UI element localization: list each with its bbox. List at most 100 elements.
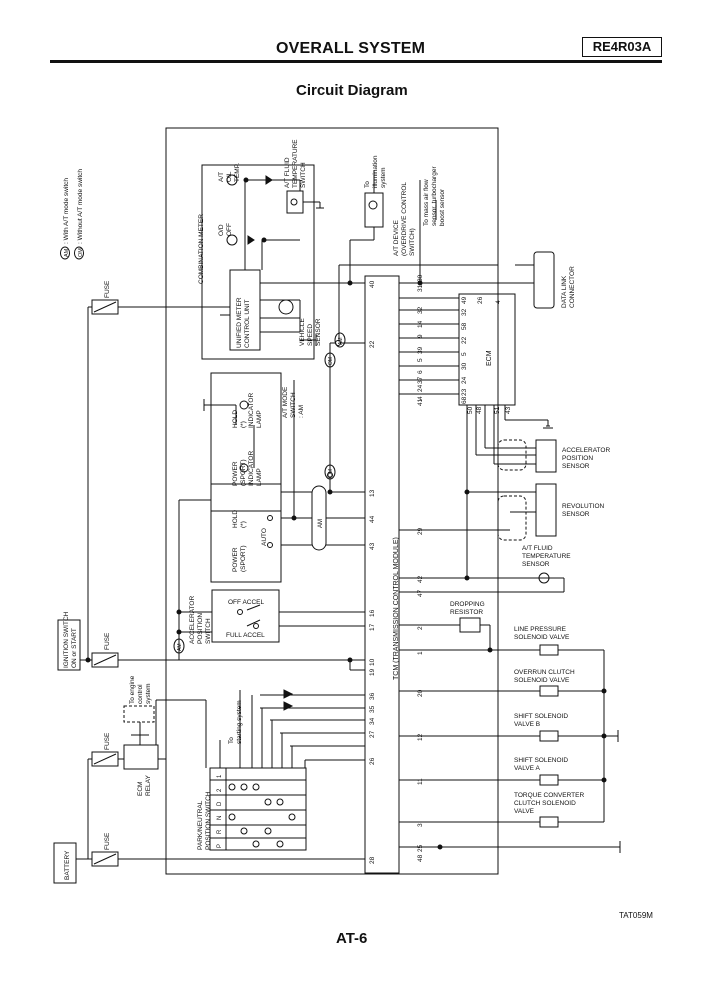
- od-off-label-1: O/D: [218, 224, 225, 236]
- diodes: [247, 175, 294, 711]
- tcm-pin: 10: [369, 658, 376, 666]
- accel-switch-label-1: ACCELERATOR: [189, 596, 196, 644]
- tcm-pin: 13: [369, 489, 376, 497]
- fluid-sensor-label-2: TEMPERATURE: [522, 553, 571, 560]
- accel-sensor-label-2: POSITION: [562, 455, 593, 462]
- engine-control-box: [123, 705, 155, 723]
- tcm-pin: 3: [417, 823, 424, 827]
- at-oil-label-1: A/T: [218, 172, 225, 182]
- at-device-label-2: (OVERDRIVE CONTROL: [401, 182, 408, 256]
- ecm-pin: 43: [505, 406, 512, 414]
- shield-dashes: [497, 439, 527, 541]
- battery-label: BATTERY: [64, 850, 71, 880]
- rev-sensor-label-1: REVOLUTION: [562, 503, 605, 510]
- ecm-pin: 23: [461, 388, 468, 396]
- tcm-pin: 22: [369, 340, 376, 348]
- tcm-pin: 35: [369, 705, 376, 713]
- at-device-indicator: [368, 200, 378, 210]
- resistor-label-2: RESISTOR: [450, 609, 483, 616]
- dropping-resistor-box: [459, 617, 481, 633]
- tcm-pin: 41: [417, 398, 424, 406]
- accel-switch-box: [211, 589, 280, 643]
- hold-lamp-label-1: HOLD: [232, 410, 239, 428]
- ecm-pin: 22: [461, 336, 468, 344]
- combination-meter-box: [201, 164, 315, 360]
- ecm-pins: 26 4 32 58 22 5 30 24 23 68 49 50 48 43 …: [461, 296, 512, 414]
- torque-conv-label-1: TORQUE CONVERTER: [514, 792, 584, 799]
- hold-switch-label-1: HOLD: [232, 510, 239, 528]
- starting-label-2: starting system: [236, 700, 243, 744]
- pnp-label-2: POSITION SWITCH: [205, 791, 212, 850]
- mass-air-label-1: To mass air flow: [423, 179, 430, 226]
- pnp-label-1: PARK/NEUTRAL: [197, 800, 204, 850]
- power-lamp-label-1: POWER: [232, 461, 239, 486]
- full-accel-label: FULL ACCEL: [226, 632, 265, 639]
- tcm-box: [364, 275, 400, 874]
- pnp-col-d: D: [217, 801, 223, 806]
- combination-meter-label: COMBINATION METER: [198, 214, 205, 284]
- terminal-circles: [237, 340, 341, 629]
- fuse-label-1: FUSE: [104, 280, 111, 298]
- illumination-label-1: To: [364, 181, 371, 188]
- power-lamp-label-4: LAMP: [256, 468, 263, 486]
- torque-conv-label-2: CLUTCH SOLENOID: [514, 800, 576, 807]
- tcm-pin: 34: [369, 717, 376, 725]
- tcm-pin: 47: [417, 589, 424, 597]
- rev-sensor-label-2: SENSOR: [562, 511, 590, 518]
- am-tag-2: AM: [177, 644, 183, 652]
- starting-label-1: To: [228, 737, 235, 744]
- tcm-label: TCM (TRANSMISSION CONTROL MODULE): [393, 537, 400, 680]
- engine-label-2: control: [137, 684, 144, 704]
- am-tag-1: AM: [338, 338, 344, 346]
- hold-lamp: [239, 400, 249, 410]
- fluid-temp-thermistor: [538, 572, 550, 584]
- legend-om-text: : Without A/T mode switch: [77, 169, 84, 244]
- mode-switch-label-1: A/T MODE: [282, 386, 289, 418]
- od-off-label-2: OFF: [226, 223, 233, 236]
- fluid-temp-switch-box: [286, 190, 304, 214]
- power-switch-label-2: (SPORT): [240, 545, 247, 572]
- tcm-pin: 26: [369, 757, 376, 765]
- tcm-pin: 27: [369, 730, 376, 738]
- tcm-pin: 17: [369, 623, 376, 631]
- model-code-box: RE4R03A: [582, 37, 662, 57]
- om-tag-2: OM: [328, 469, 334, 477]
- ecm-pin: 32: [461, 308, 468, 316]
- fuse-label-4: FUSE: [104, 832, 111, 850]
- tcm-pin: 9: [417, 334, 424, 338]
- tcm-pin: 14: [417, 320, 424, 328]
- ecm-pin: 49: [461, 296, 468, 304]
- power-hold-box: [210, 483, 282, 583]
- pnp-switch-grid: [209, 767, 307, 851]
- mode-switch-label-2: SWITCH: [290, 392, 297, 418]
- fuse-label-2: FUSE: [104, 632, 111, 650]
- tcm-pin: 31: [417, 284, 424, 292]
- mode-switch-box: [210, 372, 282, 512]
- hold-lamp-label-3: INDICATOR: [248, 393, 255, 428]
- pnp-col-r: R: [217, 829, 223, 834]
- off-accel-label: OFF ACCEL: [228, 599, 265, 606]
- page-header-title: OVERALL SYSTEM: [276, 40, 426, 57]
- line-pressure-label-2: SOLENOID VALVE: [514, 634, 570, 641]
- unified-meter-label-1: UNIFIED METER: [236, 297, 243, 348]
- od-off-lamp: [226, 234, 238, 246]
- unified-meter-label-2: CONTROL UNIT: [244, 299, 251, 348]
- shift-b-label-1: SHIFT SOLENOID: [514, 713, 568, 720]
- ignition-label-1: IGNITION SWITCH: [63, 611, 70, 668]
- am-bar: [311, 485, 327, 551]
- ecm-pin: 50: [467, 406, 474, 414]
- tcm-pin: 16: [369, 609, 376, 617]
- fluid-switch-label-3: SWITCH: [300, 162, 307, 188]
- vss-label-1: VEHICLE: [299, 318, 306, 346]
- tcm-pin: 30: [417, 274, 424, 282]
- tcm-pin: 44: [369, 515, 376, 523]
- header-rule: [50, 60, 662, 63]
- pnp-col-2: 2: [217, 788, 223, 792]
- ignition-switch-box: [57, 619, 81, 671]
- illumination-label-3: system: [380, 167, 387, 188]
- tcm-pin: 43: [369, 542, 376, 550]
- tcm-right-pins: 30 31 32 14 9 39 5 6 37 24 4 41 29 42 47…: [417, 274, 424, 862]
- pnp-col-1: 1: [217, 774, 223, 778]
- fluid-sensor-label-1: A/T FLUID: [522, 545, 553, 552]
